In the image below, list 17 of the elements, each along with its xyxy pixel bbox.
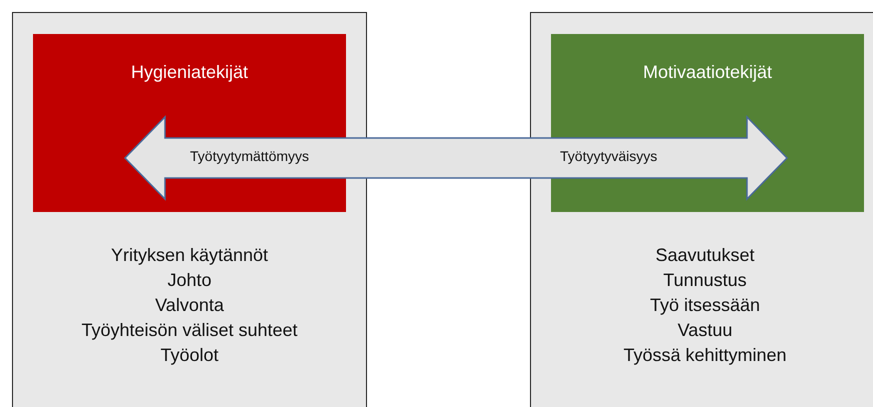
- factor-item: Johto: [167, 269, 212, 292]
- factor-item: Tunnustus: [663, 269, 747, 292]
- factor-item: Työ itsessään: [650, 294, 760, 317]
- factor-item: Vastuu: [678, 319, 732, 342]
- factor-item: Työyhteisön väliset suhteet: [81, 319, 298, 342]
- double-arrow: [124, 115, 788, 201]
- arrow-label: Työtyytyväisyys: [560, 148, 658, 164]
- factor-panel: [12, 12, 367, 407]
- factor-item: Yrityksen käytännöt: [110, 244, 268, 267]
- arrow-label: Työtyytymättömyys: [190, 148, 310, 164]
- category-heading: Motivaatiotekijät: [642, 62, 772, 83]
- factor-item: Työolot: [160, 344, 219, 367]
- factor-item: Työssä kehittyminen: [623, 344, 787, 367]
- factor-item: Valvonta: [155, 294, 224, 317]
- category-heading: Hygieniatekijät: [130, 62, 248, 83]
- factor-item: Saavutukset: [655, 244, 755, 267]
- factor-panel: [530, 12, 873, 407]
